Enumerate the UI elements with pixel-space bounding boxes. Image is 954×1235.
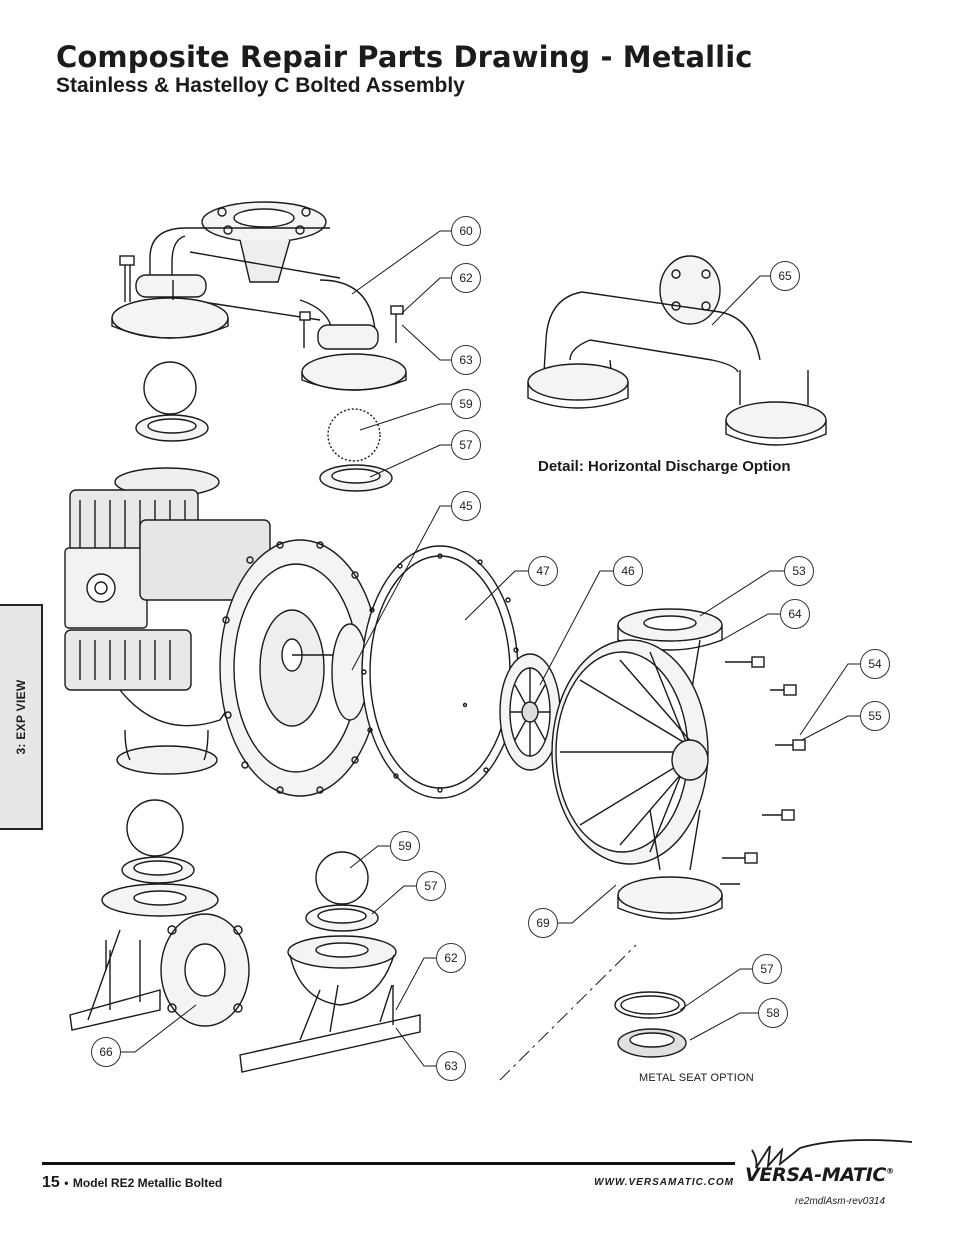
callout-58: 58 xyxy=(758,998,788,1028)
callout-59-bottom: 59 xyxy=(390,831,420,861)
bottom-inlet-manifold xyxy=(69,883,421,1073)
callout-45: 45 xyxy=(451,491,481,521)
liquid-chamber xyxy=(551,608,723,920)
callout-59-top: 59 xyxy=(451,389,481,419)
top-check-balls-and-seats xyxy=(135,361,393,492)
footer-separator: • xyxy=(64,1176,69,1190)
callout-64: 64 xyxy=(780,599,810,629)
callout-54: 54 xyxy=(860,649,890,679)
callout-60: 60 xyxy=(451,216,481,246)
callout-69: 69 xyxy=(528,908,558,938)
footer-page-info: 15 • Model RE2 Metallic Bolted xyxy=(42,1174,222,1192)
page-title: Composite Repair Parts Drawing - Metalli… xyxy=(56,40,753,74)
callout-62-bottom: 62 xyxy=(436,943,466,973)
metal-seat-option xyxy=(614,991,687,1058)
model-name: Model RE2 Metallic Bolted xyxy=(72,1176,223,1190)
metal-seat-caption: METAL SEAT OPTION xyxy=(639,1072,754,1084)
callout-62-top: 62 xyxy=(451,263,481,293)
document-code: re2mdlAsm-rev0314 xyxy=(795,1196,886,1207)
bottom-check-balls-and-seats xyxy=(121,799,379,932)
callout-57-seat: 57 xyxy=(752,954,782,984)
brand-name: VERSA-MATIC® xyxy=(745,1164,894,1186)
page-number: 15 xyxy=(42,1174,60,1191)
detail-caption: Detail: Horizontal Discharge Option xyxy=(538,458,791,475)
outer-diaphragm-plate xyxy=(499,653,561,771)
chamber-bolts xyxy=(720,656,806,885)
assembly-centerline xyxy=(499,944,637,1081)
callout-53: 53 xyxy=(784,556,814,586)
callout-63-top: 63 xyxy=(451,345,481,375)
center-section-air-valve xyxy=(64,467,271,775)
callout-57-top: 57 xyxy=(451,430,481,460)
callout-57-bottom: 57 xyxy=(416,871,446,901)
callout-66: 66 xyxy=(91,1037,121,1067)
page-subtitle: Stainless & Hastelloy C Bolted Assembly xyxy=(56,74,465,97)
callout-leaders xyxy=(120,230,860,1067)
registered-mark: ® xyxy=(886,1166,894,1176)
website-url: WWW.VERSAMATIC.COM xyxy=(594,1177,734,1188)
brand-logo: VERSA-MATIC® xyxy=(740,1140,915,1190)
callout-55: 55 xyxy=(860,701,890,731)
callout-63-bottom: 63 xyxy=(436,1051,466,1081)
air-chamber-plate xyxy=(219,539,381,797)
section-tab: 3: EXP VIEW xyxy=(0,604,43,830)
footer-rule xyxy=(42,1162,735,1165)
callout-46: 46 xyxy=(613,556,643,586)
versa-matic-swoosh-icon xyxy=(751,1139,913,1169)
diaphragm xyxy=(361,545,519,799)
callout-65: 65 xyxy=(770,261,800,291)
brand-wordmark: VERSA-MATIC xyxy=(745,1164,887,1186)
callout-47: 47 xyxy=(528,556,558,586)
horizontal-discharge-detail xyxy=(527,255,827,446)
top-discharge-manifold xyxy=(111,201,407,391)
